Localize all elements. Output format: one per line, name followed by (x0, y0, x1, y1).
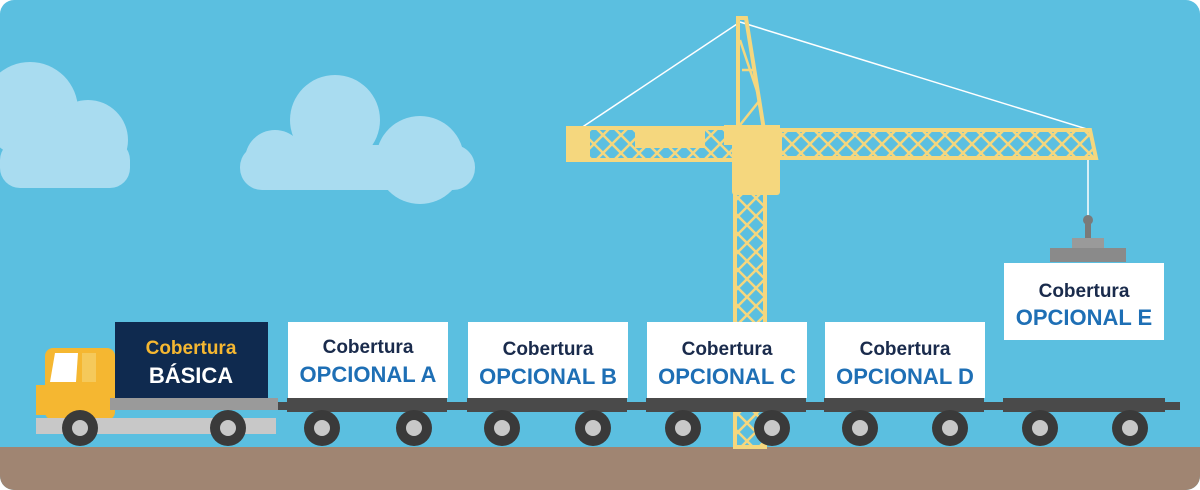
box-b-title: Cobertura (503, 339, 594, 360)
box-opcional-c (647, 322, 807, 398)
box-opcional-d (825, 322, 985, 398)
wagon-d (824, 398, 984, 446)
wagon-c (646, 398, 806, 446)
box-a-title: Cobertura (323, 337, 414, 358)
wagon-e (1003, 398, 1165, 446)
box-e-label: OPCIONAL E (1016, 305, 1153, 330)
cloud-left (0, 62, 130, 188)
box-opcional-a (288, 322, 448, 398)
box-c-title: Cobertura (682, 339, 773, 360)
box-basica-label: BÁSICA (149, 363, 233, 388)
wagon-a (287, 398, 447, 446)
box-basica (115, 322, 268, 398)
box-b-label: OPCIONAL B (479, 364, 617, 389)
truck-wheels (62, 410, 246, 446)
box-a-label: OPCIONAL A (300, 362, 437, 387)
box-opcional-b (468, 322, 628, 398)
box-e-title: Cobertura (1039, 281, 1130, 302)
box-d-label: OPCIONAL D (836, 364, 974, 389)
ground (0, 447, 1200, 490)
box-c-label: OPCIONAL C (658, 364, 796, 389)
box-opcional-e (1004, 263, 1164, 340)
cloud-center (240, 75, 475, 204)
wagon-b (467, 398, 627, 446)
box-basica-title: Cobertura (146, 338, 237, 359)
box-d-title: Cobertura (860, 339, 951, 360)
